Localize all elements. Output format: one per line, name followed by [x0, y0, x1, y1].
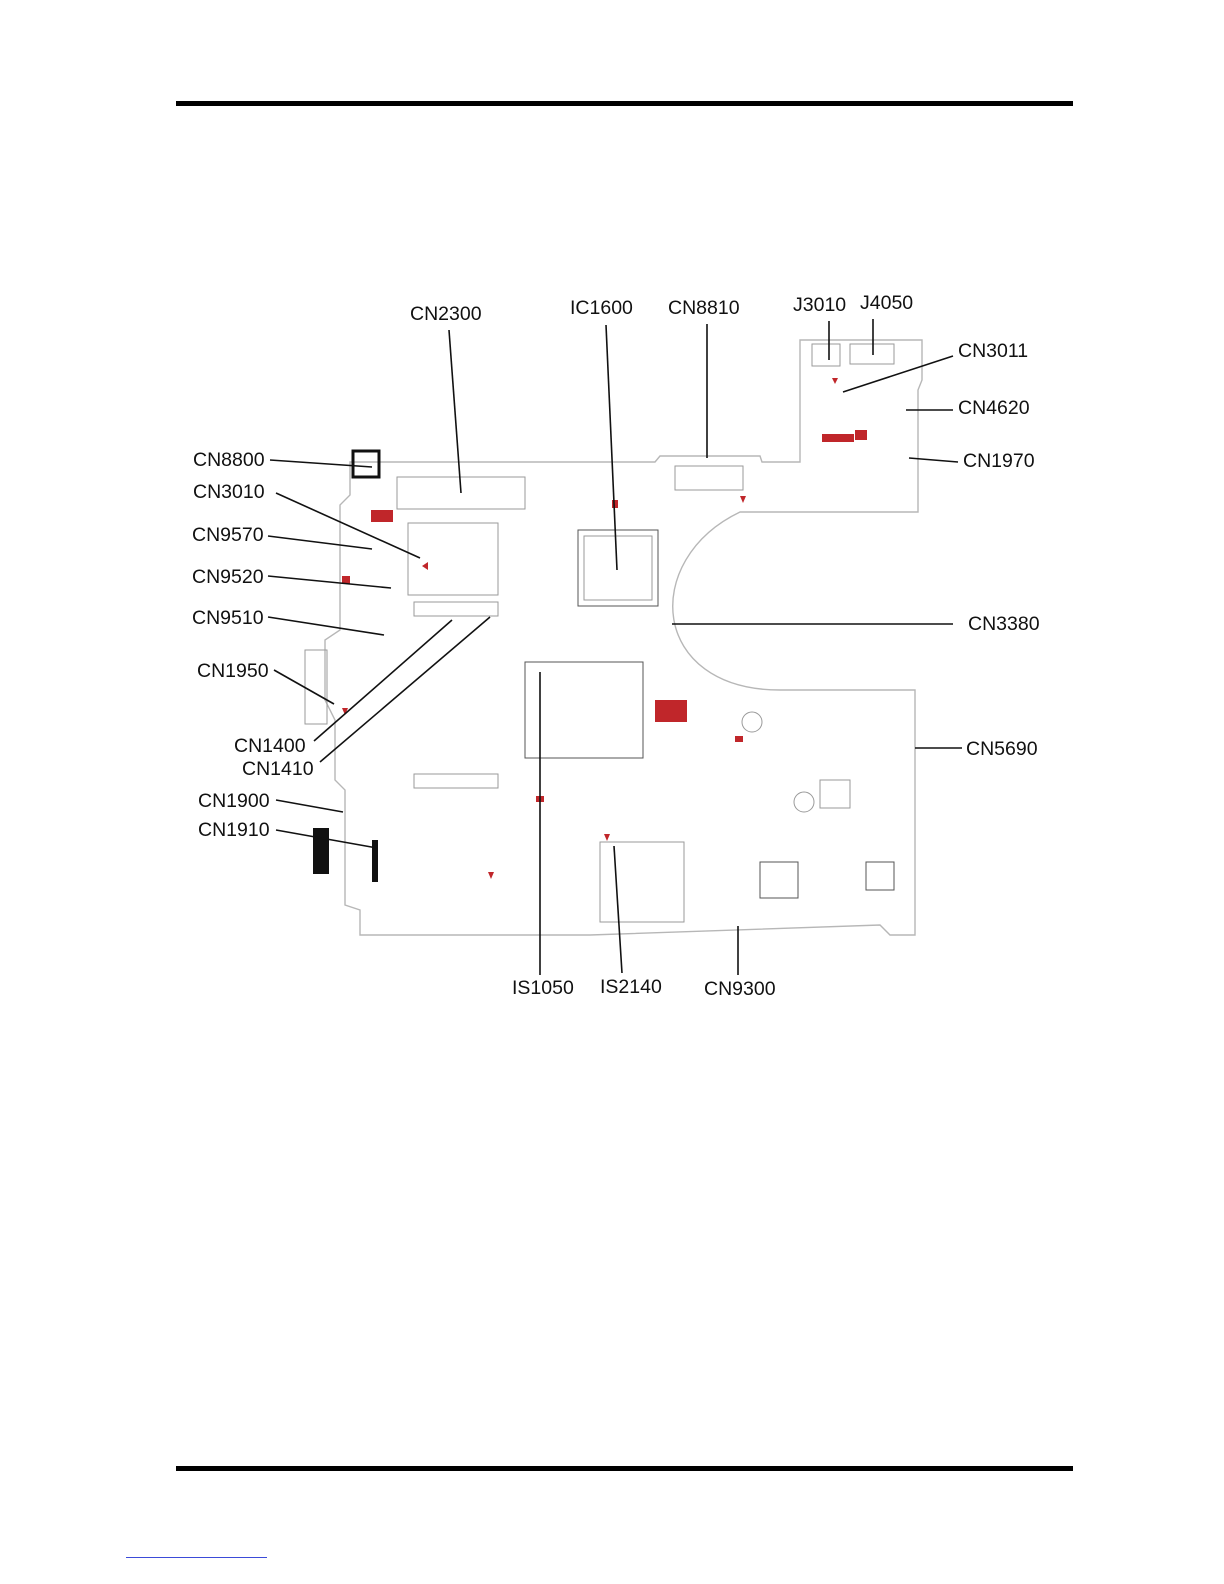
callout-label-cn2300: CN2300 [410, 303, 482, 325]
callout-label-cn3380: CN3380 [968, 613, 1040, 635]
leader-line-cn1410 [320, 617, 490, 762]
round-part-b [794, 792, 814, 812]
callout-label-cn9570: CN9570 [192, 524, 264, 546]
callout-label-is1050: IS1050 [512, 977, 574, 999]
leader-line-cn1970 [909, 458, 958, 462]
callout-label-cn8810: CN8810 [668, 297, 740, 319]
leader-line-cn1900 [276, 800, 343, 812]
chip-ic1600 [578, 530, 658, 606]
round-part-a [742, 712, 762, 732]
callout-label-ic1600: IC1600 [570, 297, 633, 319]
callout-label-cn9520: CN9520 [192, 566, 264, 588]
leader-line-cn2300 [449, 330, 461, 493]
leader-line-cn9570 [268, 536, 372, 549]
module-cn3010 [408, 523, 498, 595]
area-is2140 [600, 842, 684, 922]
leader-line-cn9520 [268, 576, 391, 588]
connector-cn1950 [305, 650, 327, 724]
connector-cn1910-block [313, 828, 329, 874]
memory-slot-cn1400 [414, 602, 498, 616]
callout-label-cn5690: CN5690 [966, 738, 1038, 760]
callout-label-cn9510: CN9510 [192, 607, 264, 629]
jack-j3010 [812, 344, 840, 366]
chip-lower-mid [760, 862, 798, 898]
leader-line-cn3011 [843, 356, 953, 392]
square-part [820, 780, 850, 808]
component-markers [342, 378, 867, 879]
callout-label-is2140: IS2140 [600, 976, 662, 998]
callout-label-cn4620: CN4620 [958, 397, 1030, 419]
leader-line-cn1400 [314, 620, 452, 741]
leader-line-cn8800 [270, 460, 372, 467]
connector-cn8800 [353, 451, 379, 477]
callout-label-cn1950: CN1950 [197, 660, 269, 682]
callout-label-cn1410: CN1410 [242, 758, 314, 780]
callout-label-cn3011: CN3011 [958, 340, 1028, 362]
callout-label-j4050: J4050 [860, 292, 913, 314]
connector-cn1910-strip [372, 840, 378, 882]
chip-lower-right [866, 862, 894, 890]
callout-label-cn1900: CN1900 [198, 790, 270, 812]
callout-label-cn1400: CN1400 [234, 735, 306, 757]
callout-label-cn1910: CN1910 [198, 819, 270, 841]
leader-line-cn9510 [268, 617, 384, 635]
leader-line-is2140 [614, 846, 622, 973]
callout-label-cn9300: CN9300 [704, 978, 776, 1000]
leader-line-ic1600 [606, 325, 617, 570]
callout-label-cn8800: CN8800 [193, 449, 265, 471]
callout-label-cn1970: CN1970 [963, 450, 1035, 472]
memory-slot-lower [414, 774, 498, 788]
leader-line-cn3010 [276, 493, 420, 558]
connector-cn8810 [675, 466, 743, 490]
callout-label-cn3010: CN3010 [193, 481, 265, 503]
chip-is1050 [525, 662, 643, 758]
callout-label-j3010: J3010 [793, 294, 846, 316]
jack-j4050 [850, 344, 894, 364]
board-outline [325, 340, 922, 935]
